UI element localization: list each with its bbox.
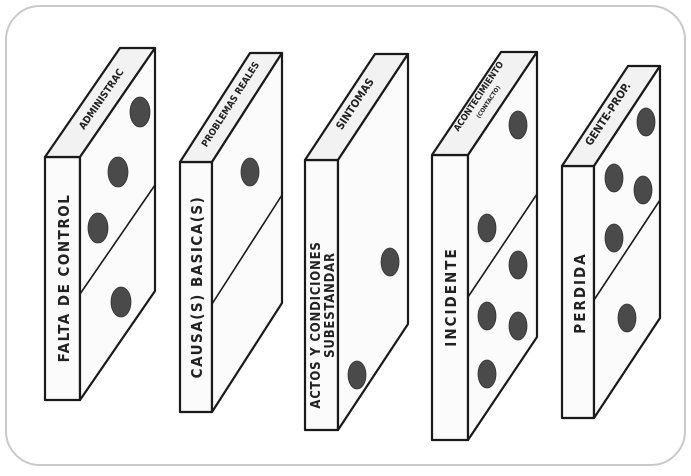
pip: [108, 157, 128, 187]
pip: [509, 312, 527, 340]
domino-3-side-sublabel: SUBESTANDAR: [323, 252, 338, 358]
pip: [381, 248, 399, 276]
pip: [509, 111, 527, 139]
domino-5-pips-lower: [618, 304, 636, 332]
pip: [88, 213, 108, 243]
domino-4-side-label: INCIDENTE: [442, 247, 460, 346]
pip: [618, 304, 636, 332]
pip: [478, 214, 496, 242]
pip: [509, 251, 527, 279]
pip: [348, 361, 366, 389]
pip: [111, 287, 131, 317]
pip: [241, 158, 259, 186]
pip: [478, 360, 496, 388]
domino-3-side-label: ACTOS Y CONDICIONES: [309, 241, 324, 408]
domino-5-side-label: PERDIDA: [571, 252, 589, 333]
domino-2-pips-upper: [241, 158, 259, 186]
domino-1-side-label: FALTA DE CONTROL: [55, 194, 73, 363]
pip: [637, 108, 655, 136]
domino-2-side-label: CAUSA(S) BASICA(S): [188, 196, 206, 379]
domino-1-pips-lower: [111, 287, 131, 317]
pip: [605, 164, 623, 192]
pip: [605, 224, 623, 252]
pip: [634, 176, 652, 204]
pip: [130, 97, 150, 127]
pip: [478, 302, 496, 330]
